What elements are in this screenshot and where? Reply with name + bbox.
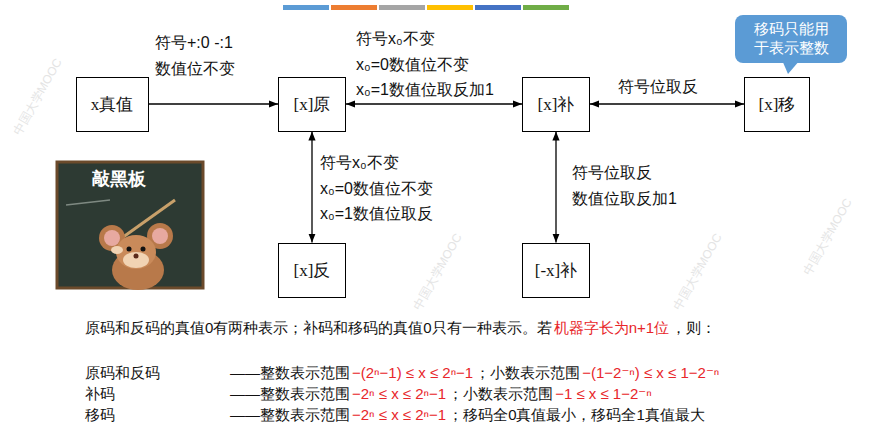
note-text: 补码 (85, 384, 115, 404)
top-color-bar (283, 5, 569, 10)
watermark: 中国大学MOOC (670, 231, 726, 313)
note-text: ——整数表示范围 (230, 363, 350, 383)
note-text: 移码 (85, 405, 115, 425)
conversion-arrow (590, 103, 744, 104)
note-text: −2ⁿ ≤ x ≤ 2ⁿ−1 (352, 384, 446, 404)
edge-label: 符号+:0 -:1 数值位不变 (155, 30, 239, 81)
note-text: −(1−2⁻ⁿ) ≤ x ≤ 1−2⁻ⁿ (582, 363, 719, 383)
note-text: ；小数表示范围 (448, 384, 553, 404)
note-text: −1 ≤ x ≤ 1−2⁻ⁿ (555, 384, 652, 404)
conversion-arrow (555, 132, 556, 243)
conversion-arrow (346, 103, 522, 104)
conversion-arrow (149, 103, 279, 104)
box-label: [x]反 (294, 259, 331, 282)
edge-label: 符号x₀不变 x₀=0数值位不变 x₀=1数值位取反加1 (356, 26, 516, 103)
blackboard-picture (57, 162, 203, 290)
edge-label: 符号x₀不变 x₀=0数值位不变 x₀=1数值位取反 (320, 150, 470, 227)
note-text: −2ⁿ ≤ x ≤ 2ⁿ−1 (352, 405, 446, 425)
picture-caption: 敲黑板 (92, 168, 146, 191)
code-box: [x]补 (522, 77, 590, 132)
edge-label: 符号位取反 (618, 74, 718, 100)
code-box: [x]反 (278, 243, 346, 298)
box-label: [x]移 (759, 93, 796, 116)
box-label: x真值 (91, 93, 134, 116)
note-text: 原码和反码 (85, 363, 160, 383)
box-label: [x]补 (538, 93, 575, 116)
edge-label: 符号位取反 数值位取反加1 (572, 160, 690, 211)
note-text: ——整数表示范围 (230, 384, 350, 404)
note-text: 机器字长为n+1位 (554, 318, 669, 338)
box-label: [x]原 (294, 93, 331, 116)
watermark: 中国大学MOOC (10, 56, 66, 138)
code-box: [-x]补 (522, 243, 590, 298)
note-text: ；小数表示范围 (475, 363, 580, 383)
conversion-arrow (311, 132, 312, 243)
value-box: x真值 (76, 77, 149, 132)
note-text: 原码和反码的真值0有两种表示；补码和移码的真值0只有一种表示。若 (85, 318, 552, 338)
watermark: 中国大学MOOC (800, 196, 856, 278)
callout-text: 移码只能用于表示整数 (752, 20, 830, 58)
note-text: −(2ⁿ−1) ≤ x ≤ 2ⁿ−1 (352, 363, 473, 383)
watermark: 中国大学MOOC (410, 231, 466, 313)
callout-bubble: 移码只能用于表示整数 (735, 15, 847, 63)
note-text: ；移码全0真值最小，移码全1真值最大 (448, 405, 705, 425)
box-label: [-x]补 (535, 259, 577, 282)
note-text: ，则： (671, 318, 716, 338)
code-box: [x]原 (278, 77, 346, 132)
code-box: [x]移 (744, 77, 810, 132)
note-text: ——整数表示范围 (230, 405, 350, 425)
